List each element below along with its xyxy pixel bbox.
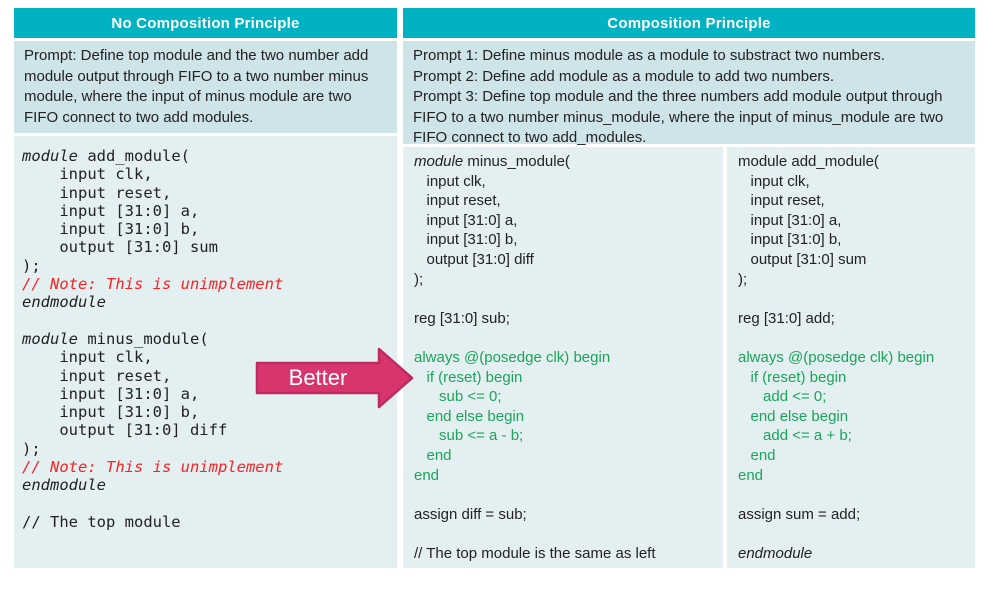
code-line: output [31:0] sum [738,250,867,268]
code-line: if (reset) begin [414,368,523,386]
code-line: reg [31:0] add; [738,309,835,327]
left-prompt-cell: Prompt: Define top module and the two nu… [14,41,397,133]
code-line: assign diff = sub; [414,505,527,523]
code-line: input [31:0] b, [414,231,518,249]
code-line: reg [31:0] sub; [414,309,510,327]
code-line: output [31:0] sum [22,238,218,257]
code-line [22,495,389,513]
code-line: ); [414,270,424,288]
code-line: output [31:0] diff [22,421,228,440]
code-line: input clk, [414,172,486,190]
code-line: module minus_module( [22,329,209,348]
code-line: output [31:0] diff [414,250,534,268]
better-arrow-label: Better [288,365,348,390]
code-line: input reset, [414,192,501,210]
code-line: input reset, [22,366,172,385]
code-line: end [414,466,440,484]
code-line: input [31:0] b, [22,403,200,422]
code-line: add <= a + b; [738,427,852,445]
code-line: // The top module [22,512,181,531]
code-line: endmodule [22,293,106,312]
code-line: input clk, [738,172,810,190]
code-line: // Note: This is unimplement [22,458,284,477]
code-line: endmodule [22,476,106,495]
right-prompt-cell: Prompt 1: Define minus module as a modul… [403,41,975,146]
code-line: input [31:0] b, [22,220,200,239]
code-line [738,485,964,505]
code-line: if (reset) begin [738,368,847,386]
code-line: module add_module( [22,147,190,165]
code-line: end [738,466,764,484]
code-line [414,289,712,309]
code-line: module minus_module( [414,153,570,170]
code-line: module add_module( [738,153,879,170]
code-line: end [414,446,452,464]
code-line [414,328,712,348]
code-line: input [31:0] a, [414,211,518,229]
code-line: ); [22,256,41,275]
code-line: end else begin [738,407,849,425]
add-module-code-block: module add_module( input clk, input rese… [727,147,975,568]
code-line: input clk, [22,348,153,367]
code-line: // Note: This is unimplement [22,275,284,294]
prompt-text: Prompt 2: Define add module as a module … [413,67,835,85]
right-column-header: Composition Principle [403,8,975,38]
left-header-label: No Composition Principle [111,14,300,32]
code-line: sub <= 0; [414,388,502,406]
code-line: always @(posedge clk) begin [414,348,611,366]
code-line: input [31:0] a, [22,384,200,403]
code-line [414,485,712,505]
code-line: assign sum = add; [738,505,861,523]
code-line: always @(posedge clk) begin [738,348,935,366]
left-column-header: No Composition Principle [14,8,397,38]
prompt-text: Prompt 3: Define top module and the thre… [413,88,944,146]
code-line: end [738,446,776,464]
code-line: input [31:0] a, [22,201,200,220]
right-header-label: Composition Principle [607,14,771,32]
code-line: input [31:0] b, [738,231,842,249]
code-line [414,524,712,544]
minus-module-code-block: module minus_module( input clk, input re… [403,147,723,568]
prompt-text: Prompt 1: Define minus module as a modul… [413,47,885,64]
code-line [738,328,964,348]
left-prompt-text: Prompt: Define top module and the two nu… [24,47,369,126]
better-arrow: Better [255,346,415,410]
code-line: input reset, [738,192,825,210]
code-line: end else begin [414,407,525,425]
code-line: // The top module is the same as left [414,544,656,562]
right-arrow-icon [255,347,414,409]
code-line: input [31:0] a, [738,211,842,229]
code-line: sub <= a - b; [414,427,524,445]
code-line [22,312,389,330]
code-line: ); [738,270,748,288]
code-line [738,524,964,544]
code-line: input reset, [22,183,172,202]
left-code-block: module add_module( input clk, input rese… [14,136,397,568]
code-line: ); [22,439,41,458]
code-line: add <= 0; [738,388,827,406]
code-line: endmodule [738,544,813,562]
code-line [738,289,964,309]
code-line: input clk, [22,165,153,184]
